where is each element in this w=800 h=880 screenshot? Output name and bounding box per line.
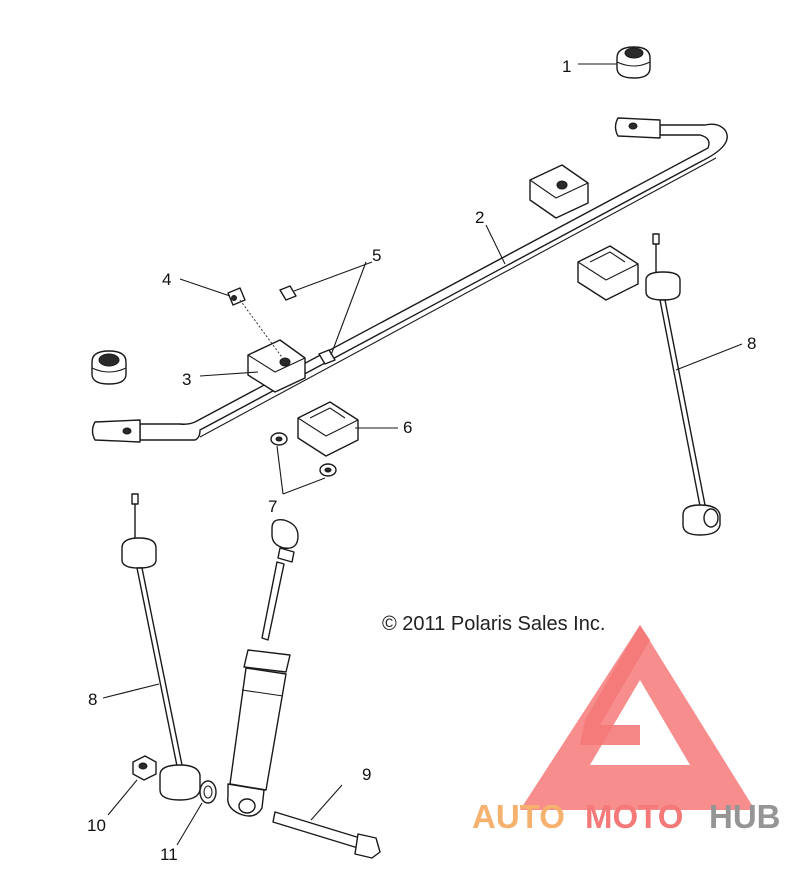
callout-7: 7 xyxy=(268,497,277,516)
logo-g-mark xyxy=(580,625,650,745)
logo-text-auto: AUTO xyxy=(472,798,565,835)
callout-8-right: 8 xyxy=(747,334,756,353)
logo-triangle xyxy=(520,625,755,810)
stabilizer-bar-part-2 xyxy=(91,117,728,443)
copyright-notice: © 2011 Polaris Sales Inc. xyxy=(382,613,605,635)
callout-10: 10 xyxy=(87,816,106,835)
bushing-part-1 xyxy=(616,46,651,79)
end-link-part-8-left xyxy=(121,493,201,801)
logo-text-hub: HUB xyxy=(709,798,781,835)
bolt-part-9 xyxy=(272,811,381,859)
nut-part-10 xyxy=(132,755,157,781)
clamp-bracket-upper xyxy=(529,164,589,219)
leader-lines xyxy=(102,63,743,846)
end-link-part-8-right xyxy=(645,233,721,536)
callout-3: 3 xyxy=(182,370,191,389)
washer-part-11 xyxy=(199,780,217,804)
callout-11: 11 xyxy=(160,845,178,864)
callout-6: 6 xyxy=(403,418,412,437)
callout-2: 2 xyxy=(475,208,484,227)
saddle-block-upper xyxy=(577,245,639,301)
bolt-part-5-upper xyxy=(279,285,297,301)
logo-text-moto: MOTO xyxy=(585,798,683,835)
clamp-bracket-part-3 xyxy=(247,339,306,393)
shock-absorber xyxy=(227,518,299,817)
washer-part-7-b xyxy=(319,463,337,477)
washer-part-7-a xyxy=(270,432,288,446)
callout-9: 9 xyxy=(362,765,371,784)
bolt-part-4 xyxy=(227,287,246,306)
watermark-logo: AUTO MOTO HUB xyxy=(472,625,781,835)
callout-5: 5 xyxy=(372,246,381,265)
saddle-block-part-6 xyxy=(297,401,359,457)
callout-1: 1 xyxy=(562,57,571,76)
alignment-line xyxy=(239,299,285,361)
callout-8-left: 8 xyxy=(88,690,97,709)
bushing-left xyxy=(91,350,127,385)
callout-4: 4 xyxy=(162,270,171,289)
